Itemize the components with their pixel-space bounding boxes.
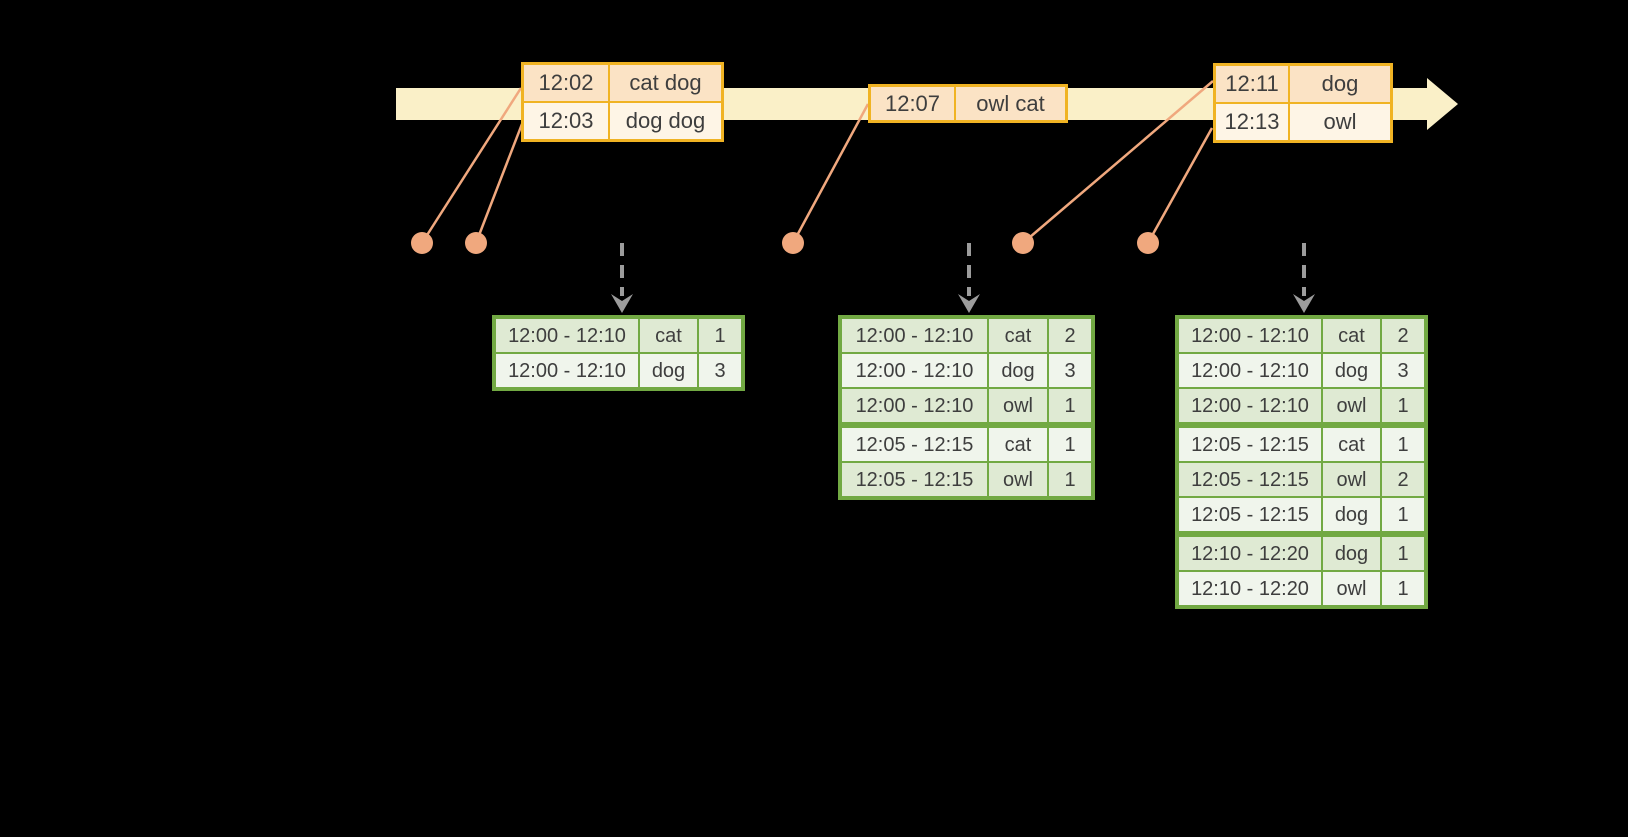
count-cell: 1 xyxy=(1382,498,1424,531)
window-cell: 12:00 - 12:10 xyxy=(1179,354,1321,387)
table-row: 12:05 - 12:15 owl 1 xyxy=(842,463,1091,496)
event-words-cell: dog xyxy=(1290,66,1390,102)
count-cell: 3 xyxy=(1382,354,1424,387)
table-row: 12:00 - 12:10 cat 1 xyxy=(496,319,741,352)
window-cell: 12:00 - 12:10 xyxy=(842,389,987,422)
trigger-arrowhead-icon xyxy=(611,294,633,313)
record-link-line xyxy=(1146,127,1214,244)
window-cell: 12:05 - 12:15 xyxy=(842,428,987,461)
event-table-1207: 12:07 owl cat xyxy=(868,84,1068,123)
word-cell: owl xyxy=(1323,572,1380,605)
event-words-cell: owl cat xyxy=(956,87,1065,120)
trigger-arrowhead-icon xyxy=(1293,294,1315,313)
window-cell: 12:00 - 12:10 xyxy=(496,354,638,387)
count-cell: 1 xyxy=(1049,463,1091,496)
count-cell: 1 xyxy=(1382,389,1424,422)
event-words-cell: cat dog xyxy=(610,65,721,101)
word-cell: owl xyxy=(1323,463,1380,496)
word-cell: owl xyxy=(1323,389,1380,422)
input-record-dot xyxy=(782,232,804,254)
trigger-arrowhead-icon xyxy=(958,294,980,313)
table-row: 12:00 - 12:10 dog 3 xyxy=(842,354,1091,387)
table-row: 12:00 - 12:10 owl 1 xyxy=(1179,389,1424,422)
table-row: 12:00 - 12:10 cat 2 xyxy=(842,319,1091,352)
word-cell: cat xyxy=(1323,319,1380,352)
event-table-1211-1213: 12:11 dog 12:13 owl xyxy=(1213,63,1393,143)
window-cell: 12:05 - 12:15 xyxy=(1179,498,1321,531)
count-cell: 1 xyxy=(1382,537,1424,570)
event-time-cell: 12:13 xyxy=(1216,104,1288,140)
event-words-cell: owl xyxy=(1290,104,1390,140)
count-cell: 1 xyxy=(1382,572,1424,605)
table-row: 12:00 - 12:10 cat 2 xyxy=(1179,319,1424,352)
result-table-3: 12:00 - 12:10 cat 2 12:00 - 12:10 dog 3 … xyxy=(1175,315,1428,609)
result-table-2: 12:00 - 12:10 cat 2 12:00 - 12:10 dog 3 … xyxy=(838,315,1095,500)
result-table-1: 12:00 - 12:10 cat 1 12:00 - 12:10 dog 3 xyxy=(492,315,745,391)
count-cell: 1 xyxy=(1049,389,1091,422)
record-link-line xyxy=(791,103,870,244)
table-row: 12:00 - 12:10 dog 3 xyxy=(1179,354,1424,387)
word-cell: owl xyxy=(989,389,1047,422)
input-record-dot xyxy=(465,232,487,254)
event-time-cell: 12:03 xyxy=(524,103,608,139)
word-cell: cat xyxy=(1323,428,1380,461)
record-link-line xyxy=(474,123,524,244)
record-link-line xyxy=(420,87,523,244)
window-cell: 12:10 - 12:20 xyxy=(1179,572,1321,605)
record-link-line xyxy=(1022,80,1214,244)
table-row: 12:05 - 12:15 cat 1 xyxy=(1179,428,1424,461)
timeline-arrowhead-icon xyxy=(1427,78,1458,130)
window-cell: 12:00 - 12:10 xyxy=(842,319,987,352)
word-cell: dog xyxy=(1323,537,1380,570)
table-row: 12:00 - 12:10 dog 3 xyxy=(496,354,741,387)
table-row: 12:05 - 12:15 dog 1 xyxy=(1179,498,1424,531)
window-group-separator xyxy=(1179,533,1424,535)
table-row: 12:05 - 12:15 owl 2 xyxy=(1179,463,1424,496)
window-cell: 12:05 - 12:15 xyxy=(842,463,987,496)
count-cell: 3 xyxy=(699,354,741,387)
count-cell: 3 xyxy=(1049,354,1091,387)
table-row: 12:10 - 12:20 dog 1 xyxy=(1179,537,1424,570)
word-cell: dog xyxy=(989,354,1047,387)
event-time-cell: 12:11 xyxy=(1216,66,1288,102)
event-time-cell: 12:02 xyxy=(524,65,608,101)
count-cell: 2 xyxy=(1049,319,1091,352)
count-cell: 1 xyxy=(699,319,741,352)
window-cell: 12:00 - 12:10 xyxy=(1179,389,1321,422)
window-cell: 12:05 - 12:15 xyxy=(1179,428,1321,461)
count-cell: 2 xyxy=(1382,319,1424,352)
count-cell: 1 xyxy=(1049,428,1091,461)
input-record-dot xyxy=(411,232,433,254)
word-cell: cat xyxy=(989,428,1047,461)
table-row: 12:00 - 12:10 owl 1 xyxy=(842,389,1091,422)
word-cell: cat xyxy=(989,319,1047,352)
word-cell: owl xyxy=(989,463,1047,496)
count-cell: 2 xyxy=(1382,463,1424,496)
table-row: 12:05 - 12:15 cat 1 xyxy=(842,428,1091,461)
word-cell: dog xyxy=(1323,498,1380,531)
event-words-cell: dog dog xyxy=(610,103,721,139)
table-row: 12:10 - 12:20 owl 1 xyxy=(1179,572,1424,605)
window-cell: 12:05 - 12:15 xyxy=(1179,463,1321,496)
word-cell: dog xyxy=(640,354,697,387)
word-cell: dog xyxy=(1323,354,1380,387)
count-cell: 1 xyxy=(1382,428,1424,461)
input-record-dot xyxy=(1012,232,1034,254)
window-cell: 12:00 - 12:10 xyxy=(1179,319,1321,352)
window-cell: 12:00 - 12:10 xyxy=(496,319,638,352)
window-cell: 12:00 - 12:10 xyxy=(842,354,987,387)
window-group-separator xyxy=(842,424,1091,426)
word-cell: cat xyxy=(640,319,697,352)
window-group-separator xyxy=(1179,424,1424,426)
input-record-dot xyxy=(1137,232,1159,254)
window-cell: 12:10 - 12:20 xyxy=(1179,537,1321,570)
event-table-1202-1203: 12:02 cat dog 12:03 dog dog xyxy=(521,62,724,142)
event-time-cell: 12:07 xyxy=(871,87,954,120)
